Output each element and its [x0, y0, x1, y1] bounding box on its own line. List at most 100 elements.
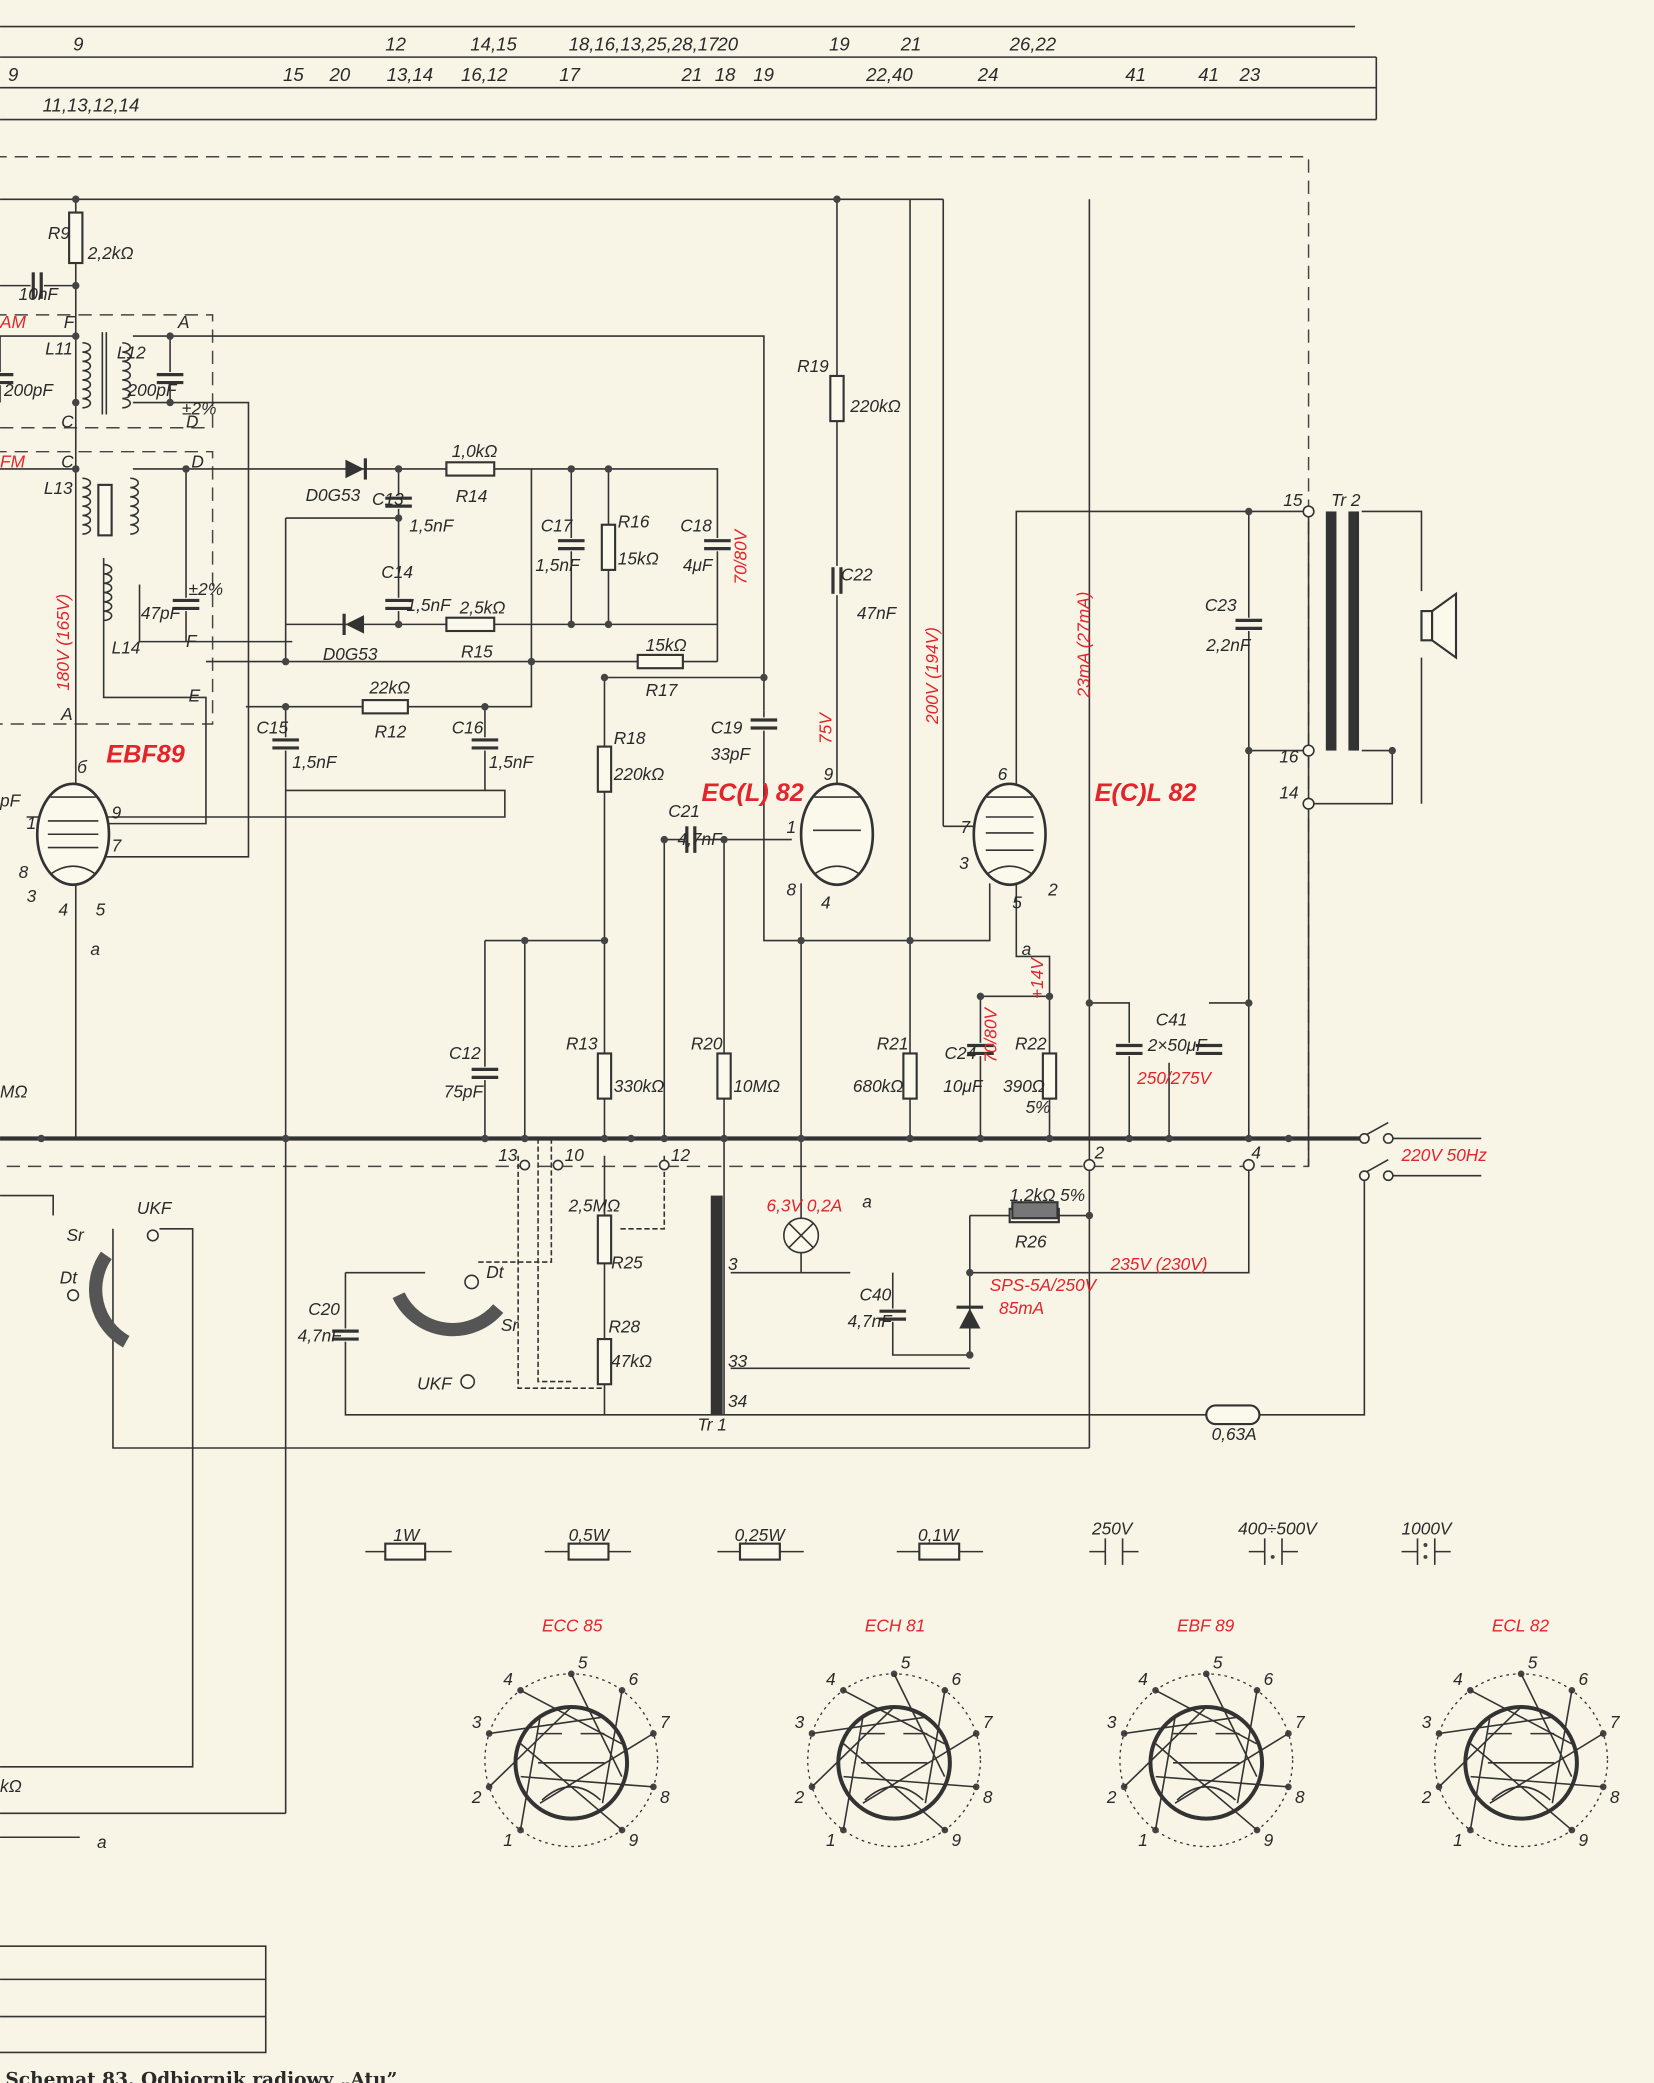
output-transformer-core: [1325, 511, 1337, 751]
junction-dot: [660, 835, 668, 844]
pinout-title: ECH 81: [865, 1615, 925, 1635]
junction-dot: [481, 1134, 489, 1143]
junction-dot: [567, 465, 575, 473]
junction-dot: [521, 936, 529, 945]
c41-v-label: 250/275V: [1136, 1068, 1212, 1088]
c41-label: C41: [1156, 1010, 1188, 1030]
l13-label: L13: [44, 478, 73, 498]
r16-val-label: 15kΩ: [618, 549, 659, 569]
c17-val-label: 1,5nF: [535, 555, 581, 575]
junction-dot: [394, 465, 403, 473]
junction-dot: [394, 620, 403, 629]
capacitor: [1234, 617, 1264, 632]
junction-dot: [906, 936, 914, 945]
reference-number: 41: [1198, 64, 1219, 85]
junction-dot: [660, 1134, 668, 1143]
c24-v-label: 70/80V: [980, 1007, 1000, 1063]
junction-dot: [521, 1134, 529, 1143]
pt-d1-label: D: [186, 412, 198, 432]
reference-number: 20: [716, 33, 738, 54]
d2-label: D0G53: [323, 644, 378, 664]
tr1-p33-label: 33: [728, 1351, 748, 1371]
bus4-label: 4: [1251, 1142, 1261, 1162]
junction-dot: [760, 673, 768, 682]
junction-dot: [906, 1134, 914, 1143]
c18-val-label: 4μF: [683, 555, 714, 575]
left-kohm-label: kΩ: [0, 1776, 22, 1796]
resistor-r17: [636, 653, 684, 670]
r12-label: R12: [375, 721, 407, 741]
resistor-r22: [1041, 1052, 1058, 1100]
reference-number: 19: [829, 33, 850, 54]
junction-dot: [72, 195, 80, 203]
tube-ecl82-triode: [799, 782, 875, 887]
pin-number: 6: [1264, 1669, 1274, 1689]
r9-val-label: 2,2kΩ: [87, 243, 134, 263]
r13-label: R13: [566, 1033, 598, 1053]
bus13-label: 13: [498, 1145, 518, 1165]
junction-dot: [166, 398, 174, 407]
junction-dot: [1085, 999, 1094, 1007]
pin-number: 5: [901, 1653, 911, 1673]
junction-dot: [37, 1134, 45, 1143]
capacitor: [470, 737, 500, 751]
pin-number: 7: [1295, 1712, 1306, 1732]
c12-label: C12: [449, 1043, 481, 1063]
c15-label: C15: [256, 717, 288, 737]
pin-number: 1: [1138, 1830, 1148, 1850]
diode-d2: [345, 615, 365, 634]
junction-dot: [281, 657, 290, 666]
c17-label: C17: [541, 515, 574, 535]
r18-val-label: 220kΩ: [613, 764, 665, 784]
t1-p6-label: б: [77, 757, 88, 777]
reference-number: 17: [559, 64, 580, 85]
capacitor: [0, 371, 15, 386]
dt1-label: Dt: [60, 1267, 78, 1287]
pin-dot: [1517, 1670, 1525, 1678]
inductor-coil-icon: [103, 563, 113, 622]
reference-number: 18: [715, 64, 736, 85]
pt-c2-label: C: [61, 452, 74, 472]
r20-label: R20: [691, 1033, 723, 1053]
t1-p9-label: 9: [112, 802, 122, 822]
t3-p5-label: 5: [1012, 893, 1022, 913]
resistor-r12: [361, 699, 409, 715]
r16-label: R16: [618, 511, 650, 531]
reference-number: 22,40: [865, 64, 913, 85]
junction-dot: [481, 703, 489, 711]
pin-number: 1: [503, 1830, 513, 1850]
junction-dot: [1245, 1134, 1253, 1143]
fuse-val-label: 0,63A: [1212, 1424, 1257, 1444]
reference-number: 13,14: [387, 64, 434, 85]
fm-if-can: [0, 450, 214, 725]
junction-dot: [604, 465, 613, 473]
reference-number: 9: [73, 33, 83, 54]
resistor-r16: [600, 523, 617, 571]
legend-symbols: [365, 1538, 1451, 1565]
tr2-p16-label: 16: [1279, 747, 1299, 767]
mains-label: 220V 50Hz: [1401, 1145, 1488, 1165]
junction-dot: [1245, 746, 1253, 755]
sps-label: SPS-5A/250V: [990, 1275, 1098, 1295]
r12-val-label: 22kΩ: [368, 677, 410, 697]
c22-val-label: 47nF: [857, 603, 898, 623]
tube-ecl82-pentode: [972, 782, 1047, 887]
rectifier-sps: [959, 1308, 981, 1329]
junction-dot: [1045, 992, 1054, 1001]
pt-d2-label: D: [191, 452, 203, 472]
resistor-r14: [445, 461, 496, 477]
junction-dot: [1388, 746, 1396, 755]
pin-number: 8: [983, 1787, 993, 1807]
pin-number: 7: [660, 1712, 671, 1732]
wiring: [0, 198, 1482, 2054]
c20-label: C20: [308, 1299, 340, 1319]
reference-number: 41: [1125, 64, 1146, 85]
pt-f2-label: F: [186, 631, 198, 651]
c18-label: C18: [680, 515, 712, 535]
capacitor: [1114, 1042, 1144, 1057]
c16-label: C16: [452, 717, 484, 737]
t2-p8-label: 8: [786, 879, 796, 899]
c24-val-label: 10μF: [943, 1076, 984, 1096]
v180-label: 180V (165V): [53, 594, 73, 691]
